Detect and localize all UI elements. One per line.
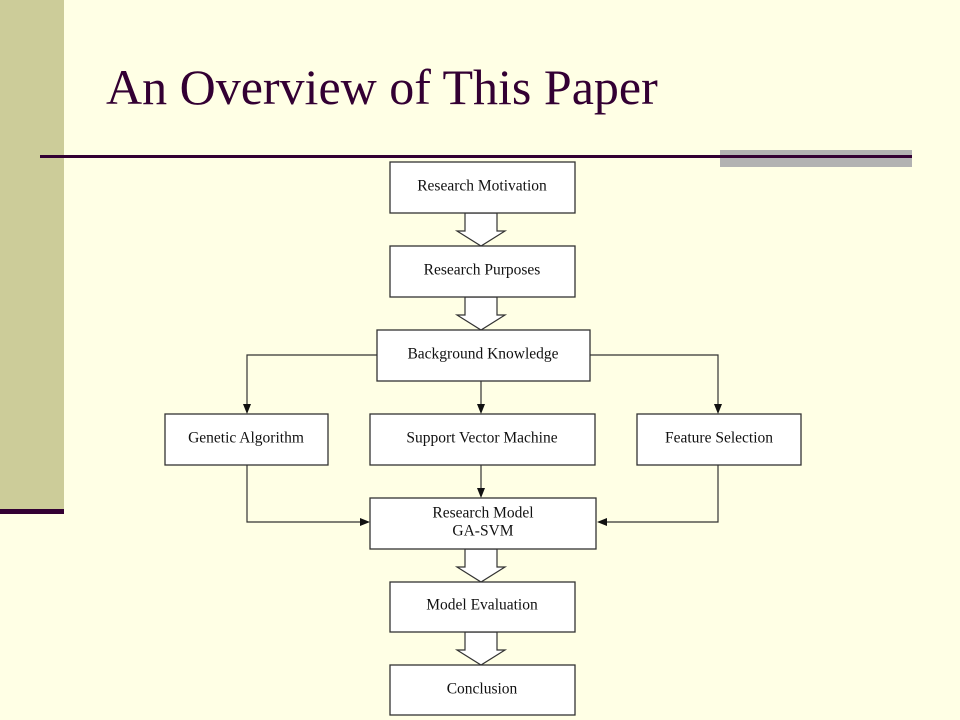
title-rule-accent bbox=[720, 150, 912, 167]
node-genetic-algorithm: Genetic Algorithm bbox=[164, 413, 329, 466]
block-arrow-model-evaluation bbox=[454, 548, 508, 583]
block-arrow-motivation-purposes bbox=[454, 212, 508, 247]
node-research-purposes: Research Purposes bbox=[389, 245, 576, 298]
title-rule bbox=[40, 155, 912, 158]
node-label: Conclusion bbox=[447, 681, 518, 698]
connectors bbox=[243, 354, 722, 526]
side-accent-line bbox=[0, 509, 64, 514]
node-label: Research Motivation bbox=[417, 178, 547, 195]
node-support-vector-machine: Support Vector Machine bbox=[369, 413, 596, 466]
slide-title: An Overview of This Paper bbox=[106, 59, 658, 115]
edge-background-to-fs bbox=[590, 354, 719, 405]
node-label: Model Evaluation bbox=[426, 597, 538, 614]
arrowhead-ga bbox=[243, 404, 251, 414]
node-conclusion: Conclusion bbox=[389, 664, 576, 716]
block-arrows bbox=[454, 212, 508, 666]
side-accent-bar bbox=[0, 0, 64, 512]
block-arrow-evaluation-conclusion bbox=[454, 631, 508, 666]
arrowhead-model-top bbox=[477, 488, 485, 498]
node-label-line1: Research Model bbox=[432, 505, 533, 522]
arrowhead-svm bbox=[477, 404, 485, 414]
node-model-evaluation: Model Evaluation bbox=[389, 581, 576, 633]
block-arrow-purposes-background bbox=[454, 296, 508, 331]
node-label: Research Purposes bbox=[424, 262, 541, 279]
node-label: Feature Selection bbox=[665, 430, 773, 447]
node-label: Genetic Algorithm bbox=[188, 430, 304, 447]
edge-ga-to-model bbox=[246, 465, 361, 523]
node-background-knowledge: Background Knowledge bbox=[376, 329, 591, 382]
node-feature-selection: Feature Selection bbox=[636, 413, 802, 466]
node-label: Support Vector Machine bbox=[406, 430, 557, 447]
edge-fs-to-model bbox=[606, 465, 719, 523]
node-research-motivation: Research Motivation bbox=[389, 161, 576, 214]
node-label: Background Knowledge bbox=[407, 346, 558, 363]
node-research-model: Research Model GA-SVM bbox=[369, 497, 597, 550]
title-rule-accent-line bbox=[720, 155, 912, 158]
arrowhead-model-left bbox=[360, 518, 370, 526]
arrowhead-fs bbox=[714, 404, 722, 414]
node-label-line2: GA-SVM bbox=[452, 523, 513, 540]
edge-background-to-ga bbox=[246, 354, 377, 405]
arrowhead-model-right bbox=[597, 518, 607, 526]
